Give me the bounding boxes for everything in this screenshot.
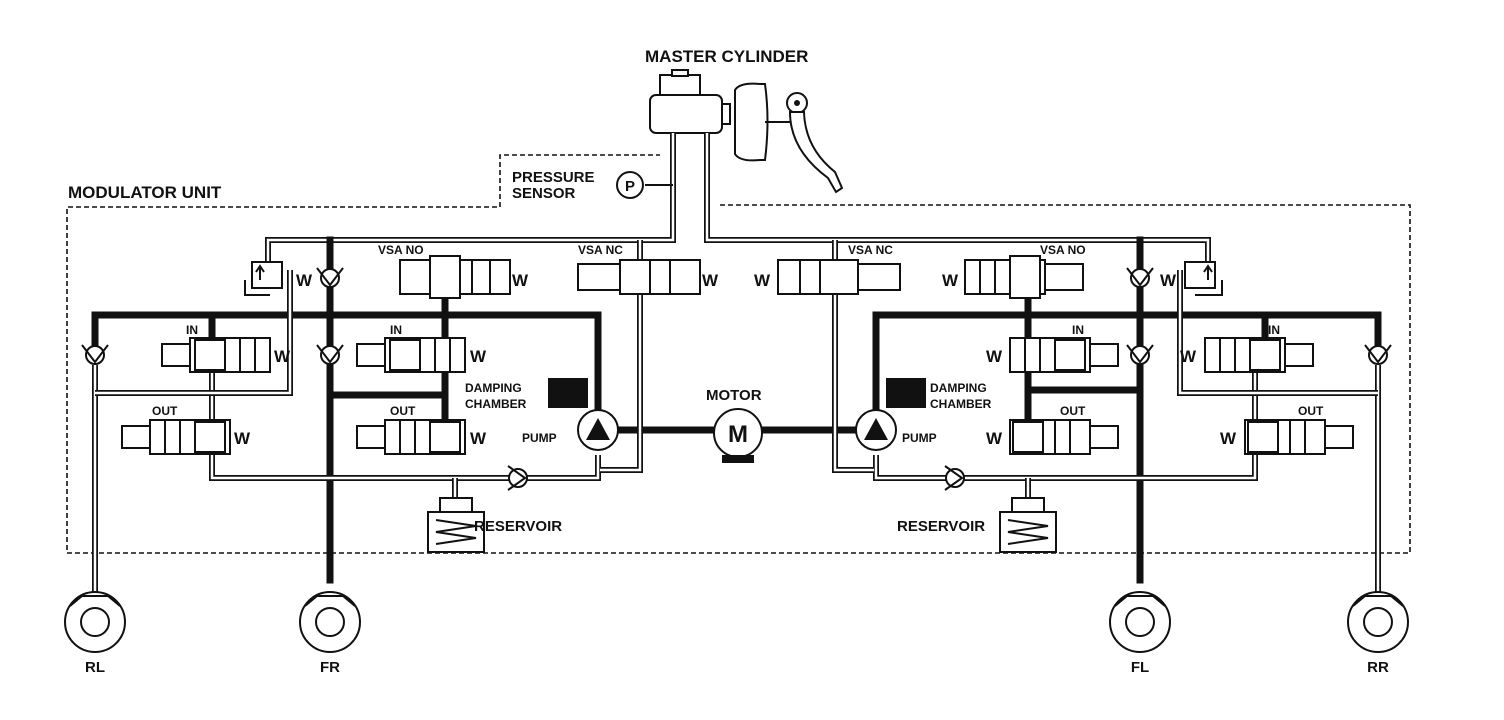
spring-symbol: W [986,347,1003,366]
fl-outlet-valve [1009,419,1119,455]
modulator-unit-boundary [66,154,1411,554]
damping-left-label-2: CHAMBER [465,397,527,411]
spring-symbol: W [942,271,959,290]
fr-outlet-valve [356,419,466,455]
spring-symbol: W [1160,271,1177,290]
brake-booster [734,82,795,162]
vsa-nc-valve-right [777,259,901,295]
check-valve-fl [1126,344,1154,365]
rr-inlet-valve [1204,337,1314,373]
wheel-label-rl: RL [85,659,105,676]
master-cylinder-label: MASTER CYLINDER [645,47,808,66]
vsa-nc-valve-left [577,259,701,295]
spring-symbol: W [234,429,251,448]
rr-outlet-valve [1244,419,1354,455]
pressure-sensor: P [616,171,644,199]
spring-symbol: W [296,271,313,290]
brake-pedal [786,92,844,194]
relief-valve-right [1184,261,1223,296]
spring-symbol: W [470,347,487,366]
check-valve-reservoir-left [507,465,528,491]
check-valve-rl [81,344,109,365]
spring-symbol: W [274,347,291,366]
check-valve-reservoir-right [944,465,965,491]
pump-right-label: PUMP [902,431,937,445]
damping-chamber-left [548,378,588,408]
rl-in-label: IN [186,323,198,337]
pressure-sensor-label-1: PRESSURE [512,169,595,186]
reservoir-right-label: RESERVOIR [897,518,985,535]
rl-outlet-valve [121,419,231,455]
check-valve-supply-right [1126,267,1154,288]
vsa-no-valve-left [399,255,511,299]
wheel-fl [1109,591,1171,653]
rl-inlet-valve [161,337,271,373]
rl-out-label: OUT [152,404,178,418]
check-valve-fr [316,344,344,365]
fr-in-label: IN [390,323,402,337]
reservoir-left-label: RESERVOIR [474,518,562,535]
wheel-label-fl: FL [1131,659,1149,676]
pressure-sensor-label-2: SENSOR [512,185,576,202]
wheel-rl [64,591,126,653]
fl-out-label: OUT [1060,404,1086,418]
pump-right [855,409,897,451]
spring-symbol: W [1180,347,1197,366]
damping-left-label-1: DAMPING [465,381,522,395]
wheel-label-fr: FR [320,659,340,676]
vsa-no-valve-right [964,255,1084,299]
pump-left [577,409,619,451]
damping-right-label-1: DAMPING [930,381,987,395]
master-cylinder [649,69,731,134]
damping-right-label-2: CHAMBER [930,397,992,411]
vsa-no-left-label: VSA NO [378,243,424,257]
motor-symbol: M [728,421,748,448]
fr-inlet-valve [356,337,466,373]
rr-in-label: IN [1268,323,1280,337]
vsa-no-right-label: VSA NO [1040,243,1086,257]
spring-symbol: W [754,271,771,290]
check-valve-supply-left [316,267,344,288]
modulator-unit-label: MODULATOR UNIT [68,183,222,202]
check-valve-rr [1364,344,1392,365]
rr-out-label: OUT [1298,404,1324,418]
reservoir-left [427,497,485,553]
pressure-symbol: P [625,178,635,195]
relief-valve-left [244,261,283,296]
motor-label: MOTOR [706,387,762,404]
vsa-nc-left-label: VSA NC [578,243,623,257]
spring-symbol: W [512,271,529,290]
reservoir-right [999,497,1057,553]
wheel-fr [299,591,361,653]
motor: M [713,408,763,463]
pump-left-label: PUMP [522,431,557,445]
spring-symbol: W [1220,429,1237,448]
damping-chamber-right [886,378,926,408]
fl-in-label: IN [1072,323,1084,337]
spring-symbol: W [470,429,487,448]
wheel-label-rr: RR [1367,659,1389,676]
spring-symbol: W [986,429,1003,448]
fr-out-label: OUT [390,404,416,418]
vsa-nc-right-label: VSA NC [848,243,893,257]
wheel-rr [1347,591,1409,653]
spring-symbol: W [702,271,719,290]
fl-inlet-valve [1009,337,1119,373]
